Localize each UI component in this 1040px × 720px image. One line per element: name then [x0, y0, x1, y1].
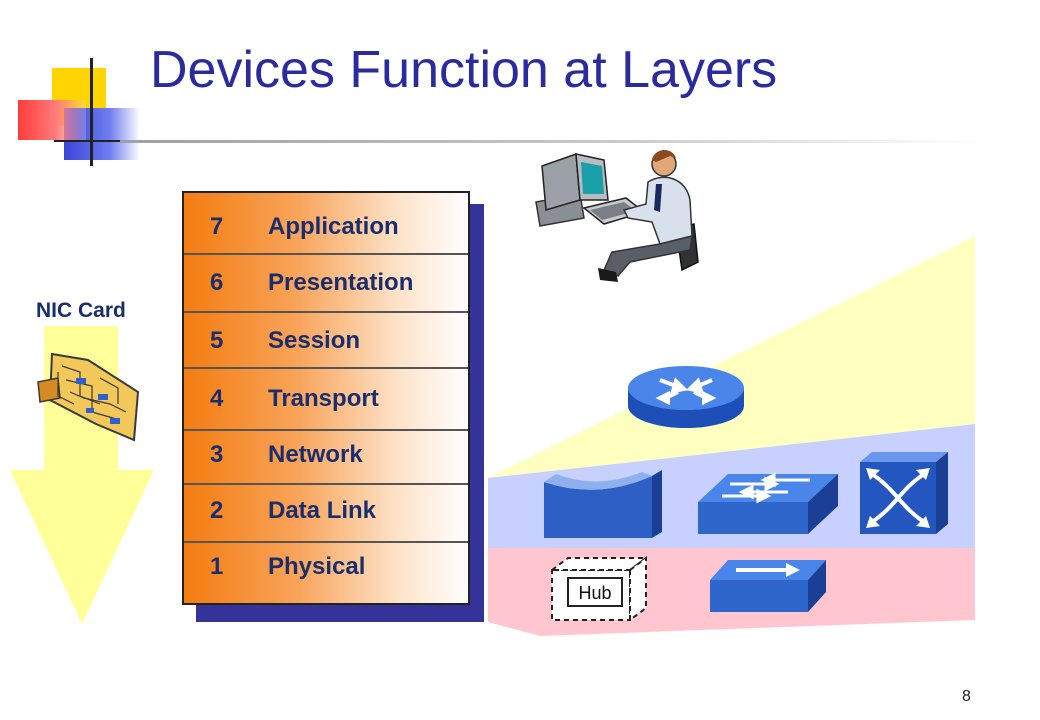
layer-number: 3 [210, 441, 224, 468]
ornament-red-square [18, 100, 86, 140]
layer-separator [184, 311, 468, 313]
layer-separator [184, 253, 468, 255]
layer-number: 1 [210, 553, 224, 580]
slide-title: Devices Function at Layers [150, 41, 778, 99]
hub-label: Hub [578, 583, 611, 603]
bridge-icon [544, 470, 662, 538]
band-network [488, 236, 975, 478]
title-underline [120, 140, 980, 143]
layer-number: 6 [210, 269, 224, 296]
layer-number: 4 [210, 385, 224, 412]
layer-name: Physical [268, 553, 366, 580]
layer-name: Application [268, 213, 399, 240]
layer-separator [184, 483, 468, 485]
osi-layer-row: 5 Session [184, 313, 468, 369]
layer-name: Session [268, 327, 361, 354]
hub-icon: Hub [549, 556, 649, 622]
nic-card-label: NIC Card [36, 299, 126, 322]
ornament-horizontal-line [54, 140, 154, 142]
layer-separator [184, 541, 468, 543]
osi-layer-row: 6 Presentation [184, 255, 468, 311]
osi-stack: 7 Application 6 Presentation 5 Session 4… [182, 191, 470, 605]
layer-separator [184, 367, 468, 369]
router-icon [628, 366, 744, 428]
atm-switch-icon [860, 452, 948, 534]
nic-side-graphics [10, 326, 154, 624]
layer-number: 7 [210, 213, 224, 240]
osi-layer-row: 4 Transport [184, 369, 468, 429]
page-number: 8 [962, 688, 971, 705]
layer-number: 2 [210, 497, 224, 524]
osi-layer-row: 7 Application [184, 193, 468, 253]
layer-name: Network [268, 441, 363, 468]
osi-layer-row: 1 Physical [184, 543, 468, 603]
switch-icon [698, 472, 838, 534]
layer-name: Transport [268, 385, 379, 412]
layer-name: Data Link [268, 497, 377, 524]
ornament-vertical-line [90, 58, 93, 166]
repeater-icon [710, 560, 826, 612]
nic-card-icon [37, 352, 140, 442]
osi-layer-row: 2 Data Link [184, 485, 468, 541]
osi-layer-row: 3 Network [184, 431, 468, 483]
layer-number: 5 [210, 327, 224, 354]
workstation-user-icon [535, 149, 699, 282]
layer-separator [184, 429, 468, 431]
layer-name: Presentation [268, 269, 414, 296]
